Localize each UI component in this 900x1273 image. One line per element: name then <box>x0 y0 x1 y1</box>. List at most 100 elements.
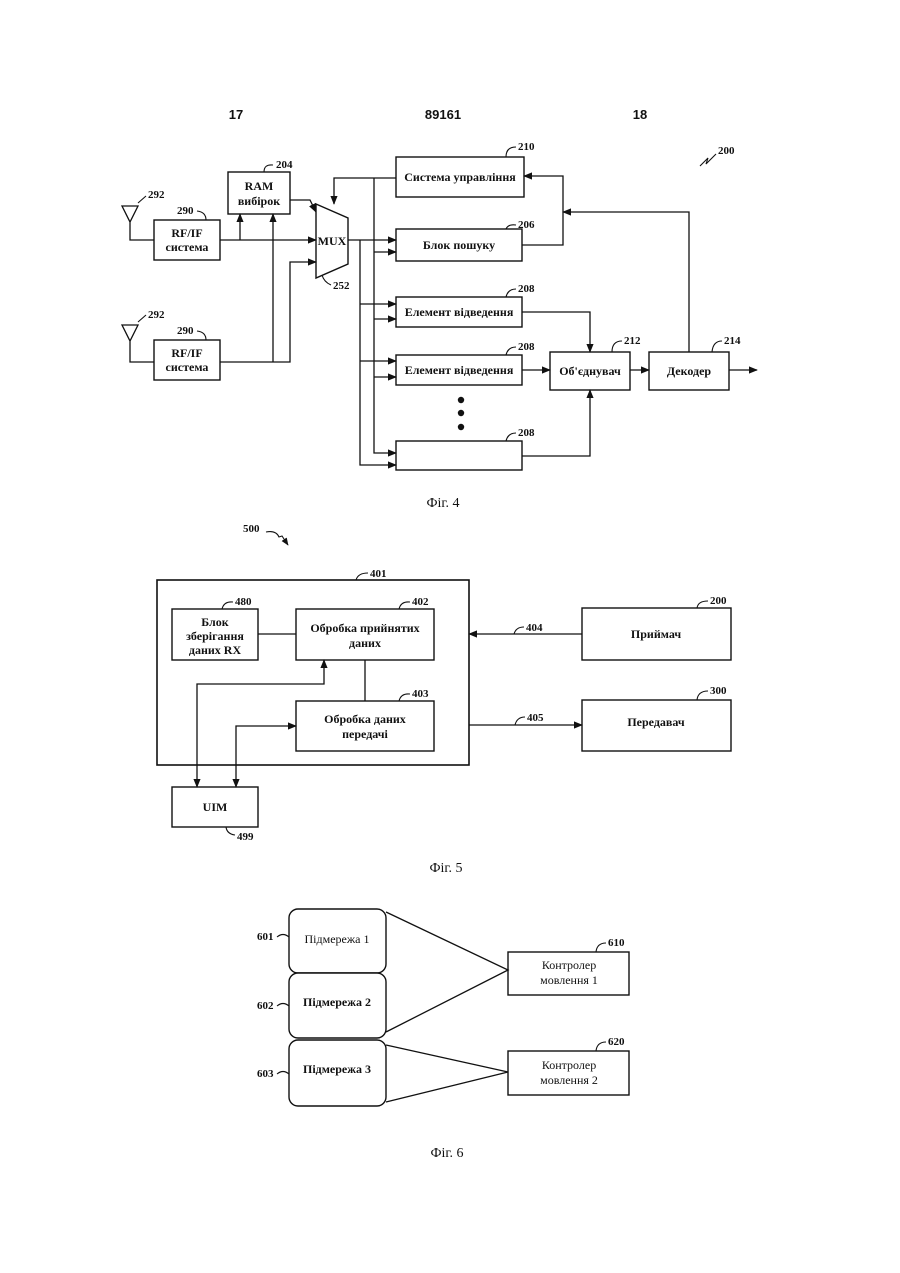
receiver-label: Приймач <box>631 627 681 641</box>
fig6-caption: Фіг. 6 <box>430 1146 463 1161</box>
subnet-1-label: Підмережа 1 <box>305 932 370 946</box>
control-system-ref-leader <box>506 147 516 157</box>
mux-output-bus <box>360 240 396 465</box>
subnet-2-ref: 602 <box>257 1000 274 1012</box>
controller-2-line1: Контролер <box>542 1058 596 1072</box>
controller-2-line2: мовлення 2 <box>540 1073 598 1087</box>
fig5-caption: Фіг. 5 <box>429 861 462 876</box>
link-tx-ref: 405 <box>527 712 544 724</box>
rf-if-2-ref: 290 <box>177 325 194 337</box>
uim-ref-leader <box>226 827 235 835</box>
link-rx-ref: 404 <box>526 622 543 634</box>
searcher-label: Блок пошуку <box>423 238 495 252</box>
uim-to-tx-line <box>236 726 296 787</box>
rf-if-2-ref-leader <box>197 331 206 340</box>
decoder-ref: 214 <box>724 335 741 347</box>
page-number-left: 17 <box>229 107 243 122</box>
fig4-caption: Фіг. 4 <box>426 496 459 511</box>
receiver-ref: 200 <box>710 595 727 607</box>
finger-element-n <box>396 441 522 470</box>
decoder-feedback-line <box>563 212 689 352</box>
transmitter-ref-leader <box>697 691 708 700</box>
subnet-2-ref-leader <box>277 1004 289 1007</box>
tx-proc-ref: 403 <box>412 688 429 700</box>
antenna-1-ref-leader <box>138 196 146 203</box>
finger-n-to-combiner <box>522 390 590 456</box>
decoder-label: Декодер <box>667 364 712 378</box>
ram-line1: RAM <box>245 179 274 193</box>
figure-5: 500 401 Блок зберігання даних RX 480 Обр… <box>157 523 731 876</box>
tx-processing-box <box>296 701 434 751</box>
finger-1-ref-leader <box>506 289 516 297</box>
subnet-3-ref: 603 <box>257 1068 274 1080</box>
figure-6: Підмережа 1 601 Підмережа 2 602 Підмереж… <box>257 909 629 1161</box>
storage-line1: Блок <box>201 615 229 629</box>
subnet-2-label: Підмережа 2 <box>303 995 371 1009</box>
finger-2-ref: 208 <box>518 341 535 353</box>
patent-number: 89161 <box>425 107 461 122</box>
fig4-system-ref: 200 <box>718 145 735 157</box>
fig4-system-ref-arrow <box>700 154 716 166</box>
combiner-label: Об'єднувач <box>559 364 621 378</box>
control-bus <box>374 178 396 453</box>
ram-line2: вибірок <box>238 194 280 208</box>
finger-n-ref: 208 <box>518 427 535 439</box>
searcher-to-control-line <box>522 176 563 245</box>
ram-to-mux-line <box>290 200 316 212</box>
rx-proc-line1: Обробка прийнятих <box>310 621 419 635</box>
controller-1-line1: Контролер <box>542 958 596 972</box>
figure-4: 200 292 292 RF/IF система 290 RF/IF сист… <box>122 141 757 511</box>
mux-ref-leader <box>322 275 331 285</box>
controller-1-line2: мовлення 1 <box>540 973 598 987</box>
controller-1-ref-leader <box>596 943 606 952</box>
fig5-system-ref: 500 <box>243 523 260 535</box>
control-to-mux-line <box>334 178 396 204</box>
subnet-1-ref: 601 <box>257 931 274 943</box>
link-tx-ref-leader <box>515 717 525 725</box>
rf-if-1-ref-leader <box>197 211 206 220</box>
combiner-ref-leader <box>612 341 622 352</box>
receiver-ref-leader <box>697 601 708 608</box>
storage-ref: 480 <box>235 596 252 608</box>
mux-ref: 252 <box>333 280 350 292</box>
storage-line3: даних RX <box>189 643 242 657</box>
ellipsis-dot-2 <box>458 410 464 416</box>
controller-2-ref: 620 <box>608 1036 625 1048</box>
antenna-1-icon <box>122 206 154 240</box>
antenna-1-ref: 292 <box>148 189 165 201</box>
subnet-3-to-controller-2 <box>386 1045 508 1102</box>
finger-1-label: Елемент відведення <box>405 305 514 319</box>
rf-if-2-line1: RF/IF <box>171 346 202 360</box>
ram-ref-leader <box>264 165 273 172</box>
subnet-3-ref-leader <box>277 1072 289 1075</box>
combiner-ref: 212 <box>624 335 641 347</box>
finger-2-label: Елемент відведення <box>405 363 514 377</box>
uim-ref: 499 <box>237 831 254 843</box>
antenna-2-icon <box>122 325 154 362</box>
antenna-2-ref: 292 <box>148 309 165 321</box>
control-system-ref: 210 <box>518 141 535 153</box>
control-system-label: Система управління <box>404 170 516 184</box>
storage-ref-leader <box>222 602 233 609</box>
ellipsis-dot-1 <box>458 397 464 403</box>
subnet-3-label: Підмережа 3 <box>303 1062 371 1076</box>
transmitter-label: Передавач <box>627 715 685 729</box>
finger-1-ref: 208 <box>518 283 535 295</box>
rf-if-2-line2: система <box>166 360 209 374</box>
rf-if-1-line2: система <box>166 240 209 254</box>
finger-n-ref-leader <box>506 433 516 441</box>
subnets-1-2-to-controller-1 <box>386 912 508 1032</box>
rx-proc-ref: 402 <box>412 596 429 608</box>
rf-if-1-ref: 290 <box>177 205 194 217</box>
searcher-ref: 206 <box>518 219 535 231</box>
rx-proc-line2: даних <box>349 636 381 650</box>
ram-ref: 204 <box>276 159 293 171</box>
decoder-ref-leader <box>712 341 722 352</box>
page-number-right: 18 <box>633 107 647 122</box>
rf2-to-mux-line <box>220 262 316 362</box>
link-rx-ref-leader <box>514 627 524 634</box>
controller-1-ref: 610 <box>608 937 625 949</box>
subnet-1-ref-leader <box>277 935 289 938</box>
finger-2-ref-leader <box>506 347 516 355</box>
